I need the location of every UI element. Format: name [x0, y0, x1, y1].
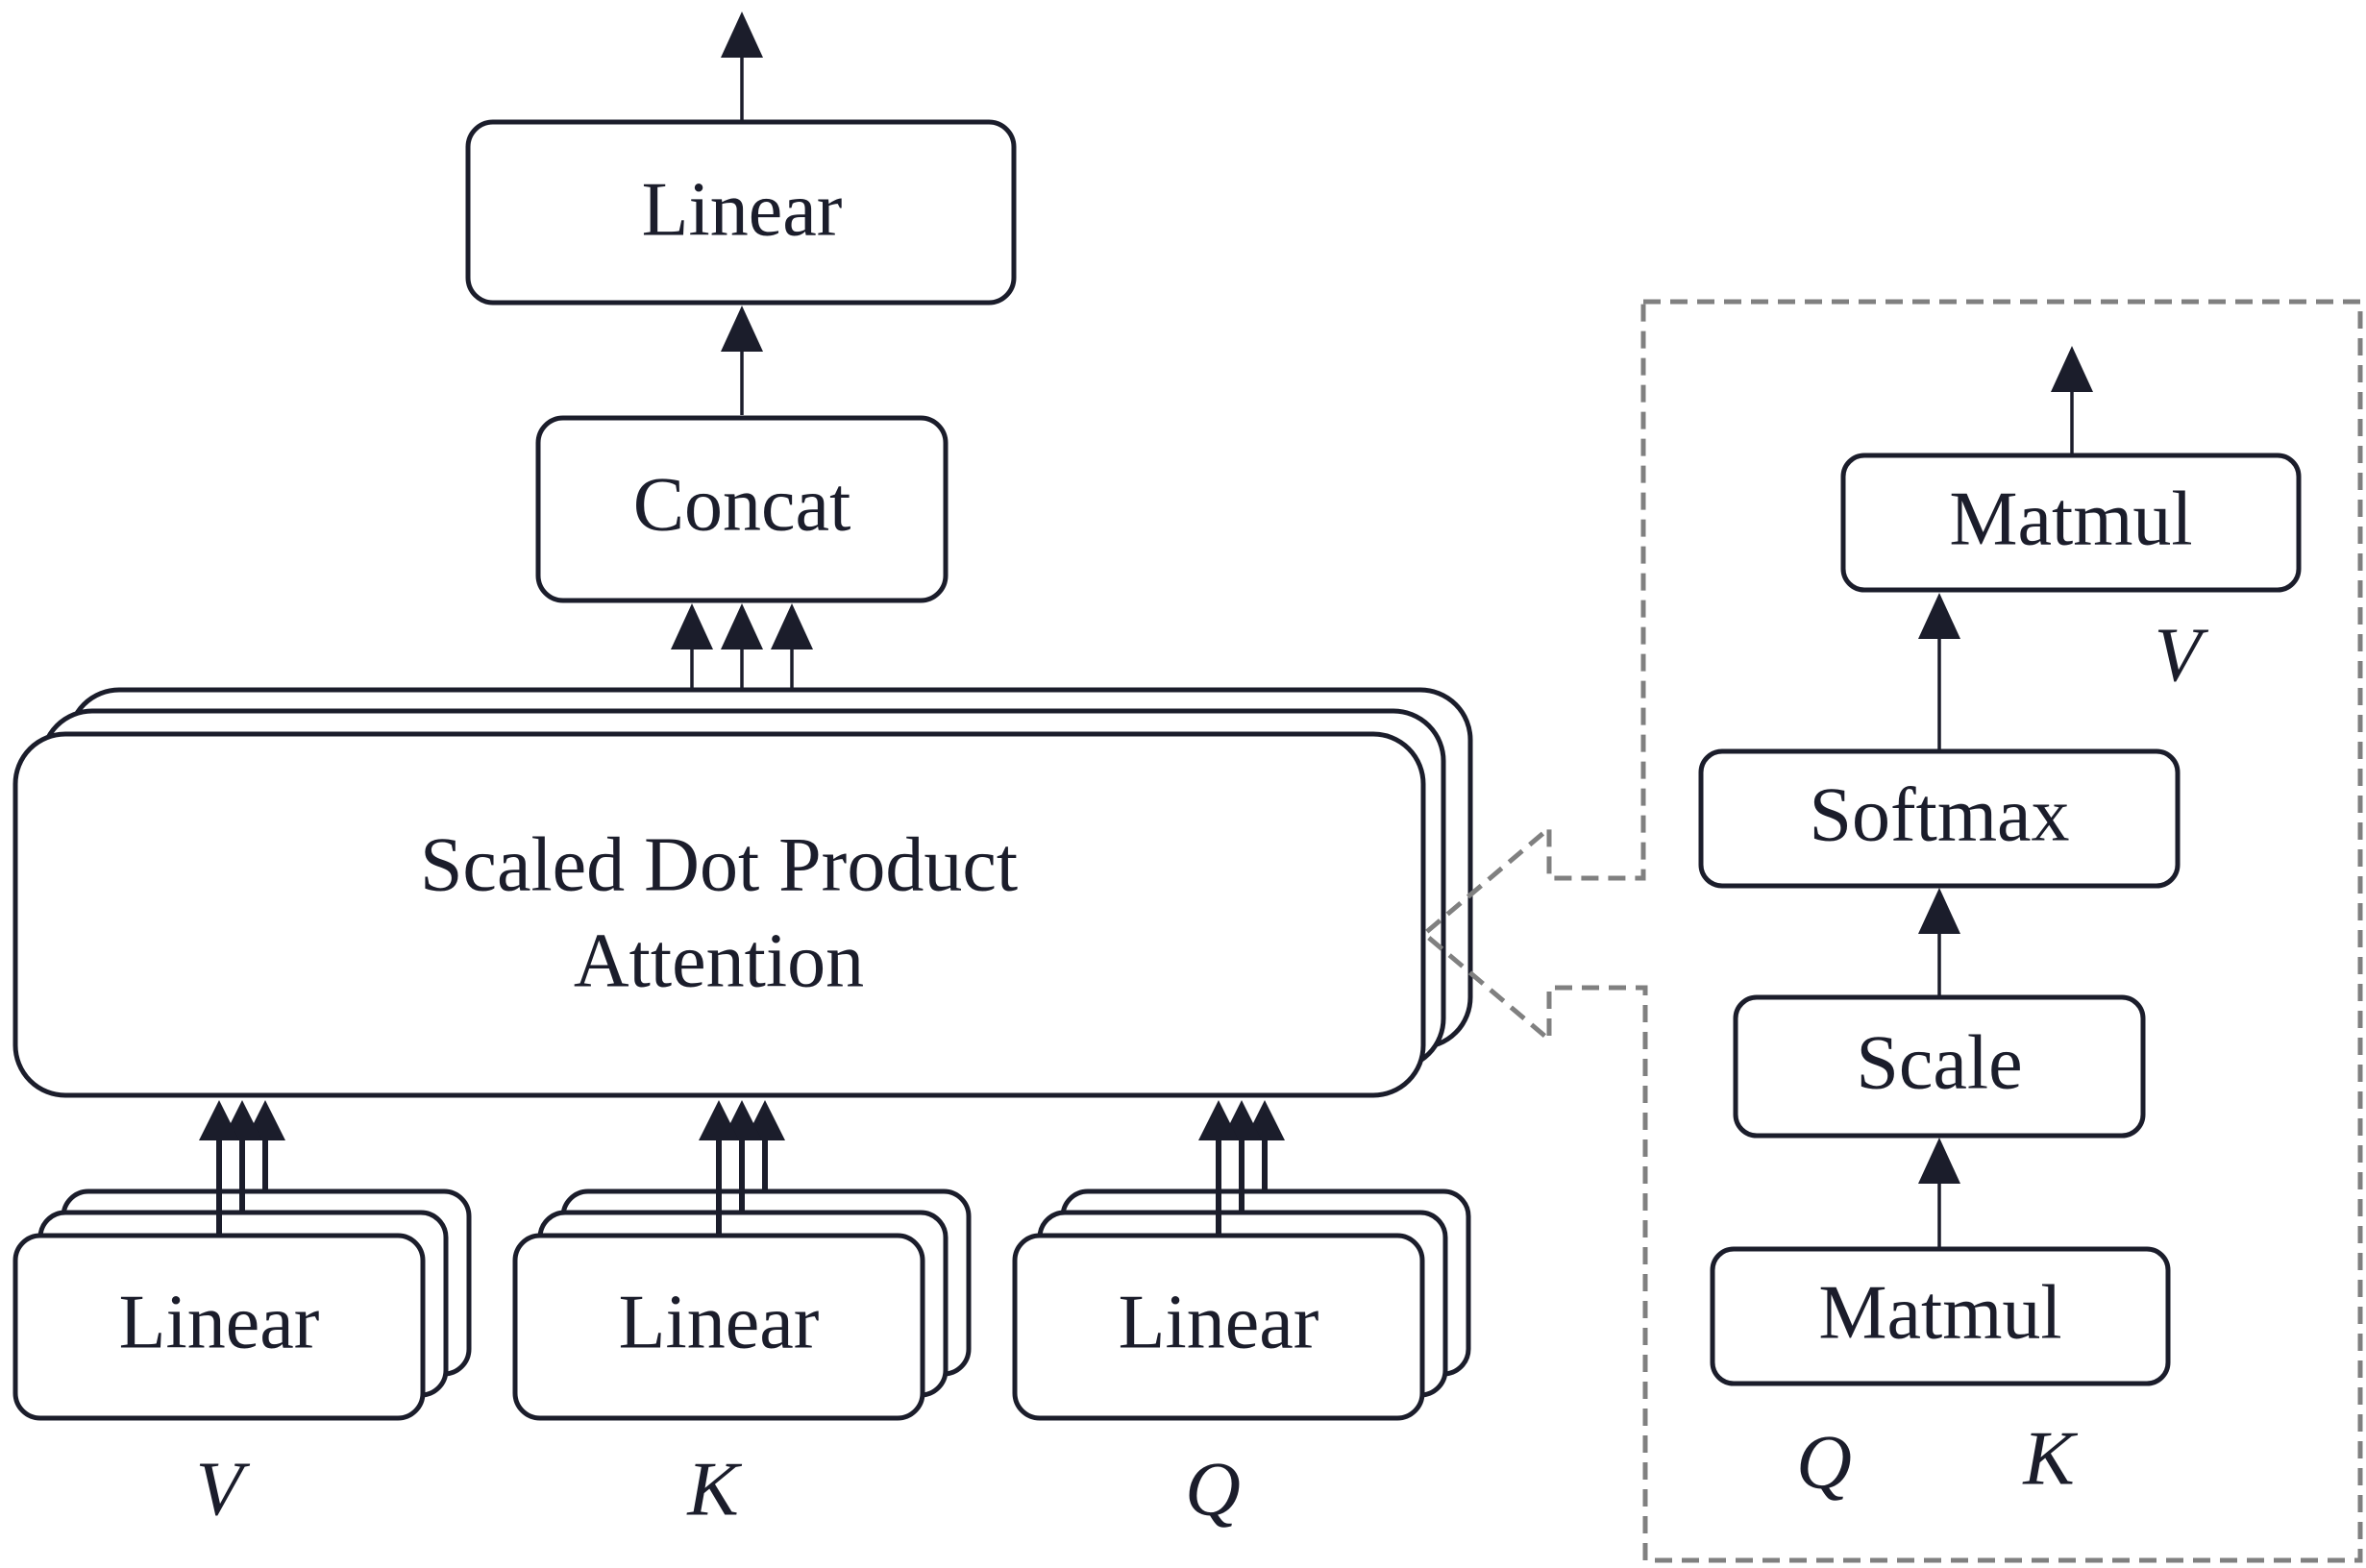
arrowhead-concat-to-linear — [721, 306, 763, 352]
detail-arrowhead-output — [2051, 346, 2093, 392]
concat-label: Concat — [633, 462, 851, 547]
output-linear-label: Linear — [642, 167, 843, 252]
detail-matmul-top-label: Matmul — [1949, 477, 2192, 561]
output-linear-box — [465, 119, 1017, 306]
arrows-linear-k-to-attention — [699, 1100, 785, 1236]
arrowhead-output — [721, 12, 763, 58]
detail-v-label: V — [2155, 613, 2209, 698]
detail-arrowhead-scale-to-softmax — [1918, 888, 1960, 934]
detail-callout-frame — [1420, 299, 2363, 1563]
detail-matmul-bottom-label: Matmul — [1818, 1270, 2061, 1355]
detail-arrowhead-matmul-to-scale — [1918, 1138, 1960, 1184]
attention-box-front — [12, 731, 1426, 1098]
input-k-label: K — [686, 1447, 742, 1531]
linear-q-stack — [1012, 1188, 1471, 1421]
attention-label-line2: Attention — [574, 919, 864, 1003]
detail-matmul-bottom-box — [1710, 1246, 2171, 1386]
detail-matmul-top-box — [1840, 453, 2302, 593]
attention-label-line1: Scaled Dot Product — [420, 822, 1018, 907]
detail-softmax-label: Softmax — [1809, 772, 2069, 857]
linear-k-stack — [512, 1188, 972, 1421]
detail-q-label: Q — [1796, 1420, 1852, 1505]
linear-k-label: Linear — [619, 1280, 820, 1364]
detail-softmax-box — [1698, 748, 2181, 889]
input-v-label: V — [196, 1447, 251, 1531]
linear-q-label: Linear — [1119, 1280, 1319, 1364]
detail-k-label: K — [2022, 1416, 2078, 1501]
linear-v-stack — [12, 1188, 472, 1421]
detail-arrowhead-softmax-to-matmul — [1918, 593, 1960, 639]
detail-scale-box — [1733, 994, 2146, 1139]
input-q-label: Q — [1185, 1447, 1241, 1531]
concat-box — [535, 415, 949, 603]
arrows-linear-q-to-attention — [1198, 1100, 1285, 1236]
linear-v-label: Linear — [119, 1280, 320, 1364]
arrows-linear-v-to-attention — [199, 1100, 285, 1236]
detail-scale-label: Scale — [1856, 1020, 2022, 1105]
